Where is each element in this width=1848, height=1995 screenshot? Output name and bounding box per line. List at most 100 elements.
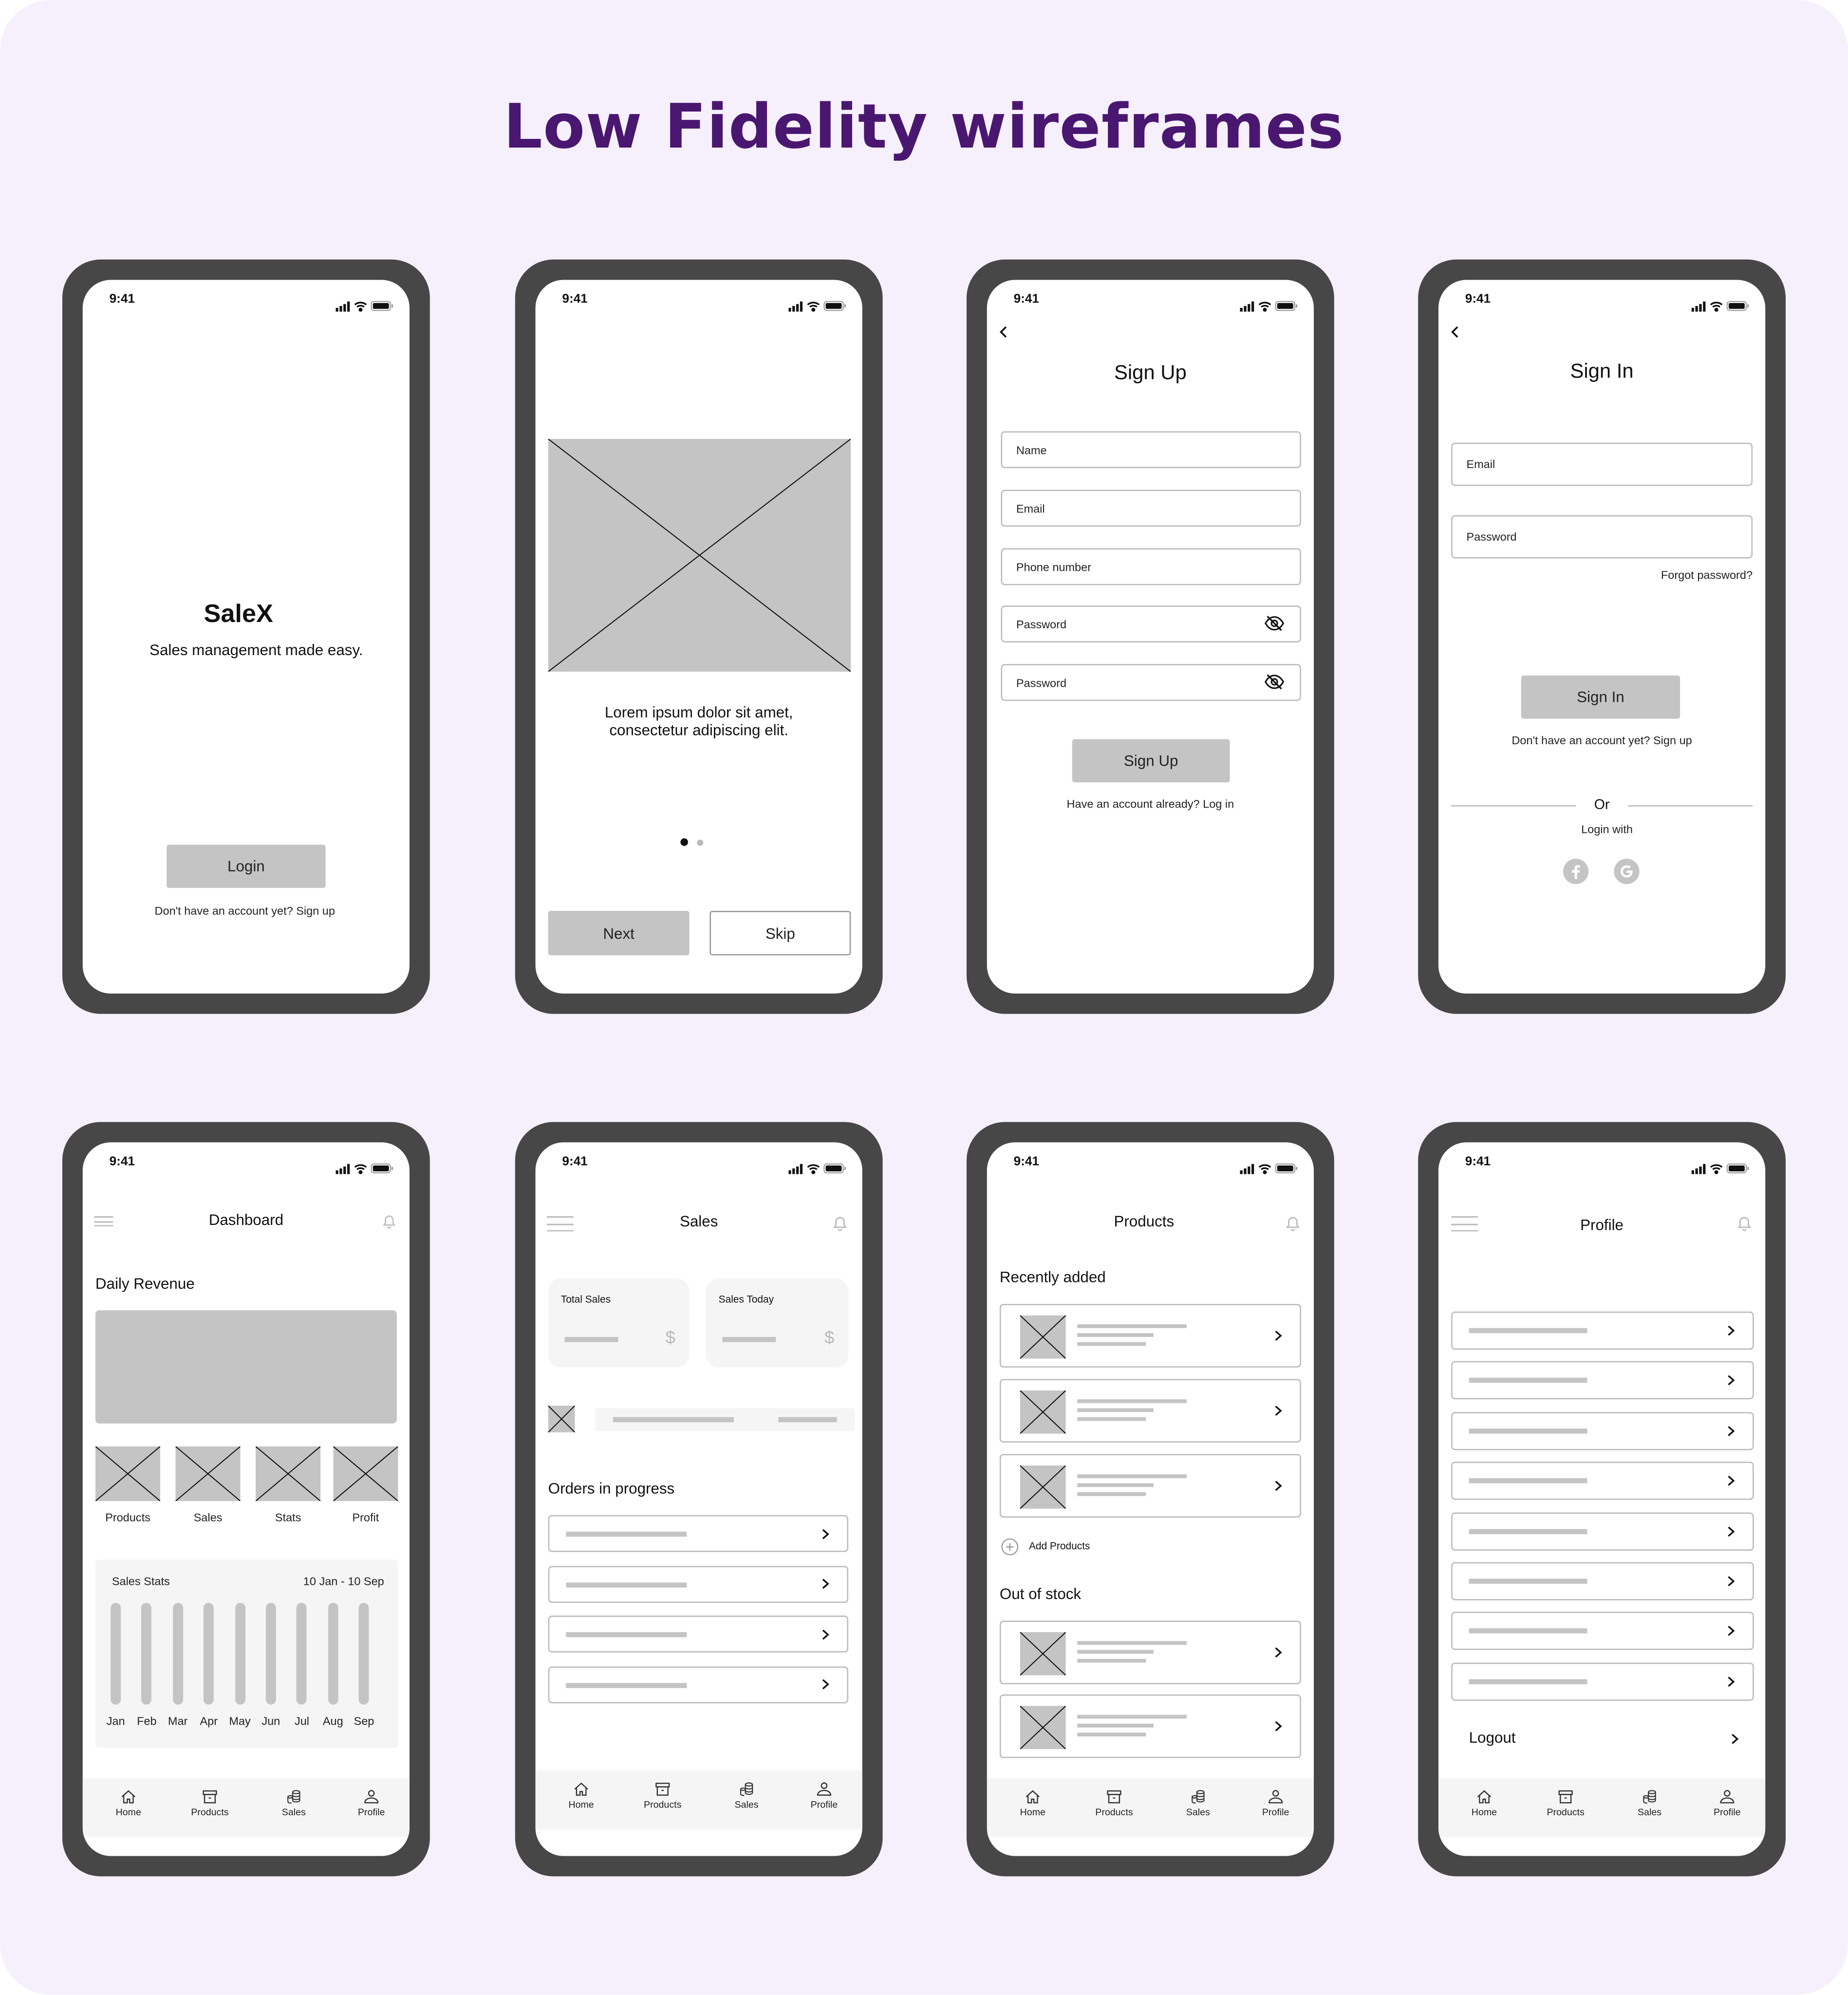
tile-products[interactable] [95,1446,161,1501]
email-field[interactable]: Email [1001,489,1301,527]
list-row[interactable] [548,1515,849,1552]
nav-products[interactable]: Products [172,1788,248,1818]
next-button[interactable]: Next [548,911,690,956]
screen: 9:41 Dashboard Daily Revenue Products Sa… [82,1142,410,1856]
login-link[interactable]: Have an account already? Log in [1066,797,1234,810]
product-row[interactable] [999,1694,1301,1758]
list-row[interactable] [548,1615,849,1653]
nav-home[interactable]: Home [90,1788,167,1818]
chevron-right-icon[interactable] [1725,1575,1737,1587]
add-circle-icon[interactable] [1001,1538,1019,1556]
phone-field[interactable]: Phone number [1001,548,1301,585]
logout-button[interactable]: Logout [1469,1729,1516,1747]
signup-button[interactable]: Sign Up [1072,739,1230,783]
facebook-icon[interactable] [1563,858,1589,885]
chevron-right-icon[interactable] [1728,1732,1741,1745]
tile-profit[interactable] [333,1446,398,1501]
nav-products[interactable]: Products [624,1781,701,1810]
signup-link[interactable]: Don't have an account yet? Sign up [154,904,335,918]
total-sales-card[interactable]: Total Sales $ [548,1278,690,1368]
nav-profile[interactable]: Profile [1237,1788,1314,1818]
back-arrow-icon[interactable] [1450,326,1460,339]
chevron-right-icon[interactable] [1272,1646,1285,1659]
chevron-right-icon[interactable] [1725,1374,1737,1387]
chevron-right-icon[interactable] [819,1678,832,1691]
hamburger-menu-icon[interactable] [1451,1216,1478,1232]
list-row[interactable] [1451,1412,1754,1450]
back-arrow-icon[interactable] [998,326,1008,339]
signin-button[interactable]: Sign In [1521,675,1680,719]
hamburger-menu-icon[interactable] [94,1216,113,1226]
chevron-right-icon[interactable] [1272,1720,1285,1732]
chevron-right-icon[interactable] [1272,1329,1285,1342]
list-row[interactable] [1451,1612,1754,1651]
bell-icon[interactable] [1736,1215,1753,1231]
eye-off-icon[interactable] [1264,673,1285,691]
chevron-right-icon[interactable] [1272,1480,1285,1492]
email-field[interactable]: Email [1451,442,1753,486]
password-field[interactable]: Password [1451,515,1753,559]
list-row[interactable] [1451,1512,1754,1550]
chevron-right-icon[interactable] [819,1578,832,1590]
bell-icon[interactable] [1285,1215,1301,1231]
box-icon [655,1783,670,1796]
chevron-right-icon[interactable] [1725,1475,1737,1487]
google-icon[interactable] [1614,858,1640,885]
product-row[interactable] [999,1304,1301,1368]
nav-profile[interactable]: Profile [333,1788,410,1818]
name-field[interactable]: Name [1001,431,1301,469]
nav-sales[interactable]: Sales [1160,1788,1236,1818]
add-products-link[interactable]: Add Products [1028,1540,1090,1552]
chevron-right-icon[interactable] [1272,1404,1285,1417]
bell-icon[interactable] [832,1215,848,1231]
login-button[interactable]: Login [167,845,326,888]
chevron-right-icon[interactable] [1725,1425,1737,1437]
skip-button[interactable]: Skip [709,911,851,956]
chevron-right-icon[interactable] [819,1628,832,1640]
chevron-right-icon[interactable] [819,1527,832,1540]
page-dot[interactable] [697,839,704,846]
sales-stats-range[interactable]: 10 Jan - 10 Sep [303,1575,384,1588]
list-row[interactable] [548,1666,849,1703]
nav-sales[interactable]: Sales [1611,1788,1688,1818]
nav-home[interactable]: Home [994,1788,1071,1818]
nav-sales[interactable]: Sales [256,1788,332,1818]
hamburger-menu-icon[interactable] [547,1216,574,1232]
password-field[interactable]: Password [1001,605,1301,642]
screen: 9:41 SaleX Sales management made easy. L… [82,280,410,994]
tile-sales[interactable] [175,1446,241,1501]
chevron-right-icon[interactable] [1725,1625,1737,1637]
list-row[interactable] [1451,1662,1754,1701]
product-row[interactable] [999,1379,1301,1443]
chevron-right-icon[interactable] [1725,1524,1737,1537]
list-row[interactable] [1451,1311,1754,1350]
list-row[interactable] [1451,1462,1754,1500]
page-dot-active[interactable] [680,838,688,846]
nav-sales[interactable]: Sales [709,1781,785,1810]
confirm-password-field[interactable]: Password [1001,664,1301,701]
signup-link[interactable]: Don't have an account yet? Sign up [1512,734,1692,747]
product-row[interactable] [999,1454,1301,1518]
tile-stats[interactable] [255,1446,321,1501]
nav-products[interactable]: Products [1528,1788,1604,1818]
list-row[interactable] [1451,1562,1754,1600]
nav-label: Products [1095,1806,1133,1818]
nav-products[interactable]: Products [1076,1788,1153,1818]
nav-home[interactable]: Home [543,1781,619,1810]
eye-off-icon[interactable] [1264,614,1285,632]
forgot-password-link[interactable]: Forgot password? [1661,568,1753,582]
nav-home[interactable]: Home [1446,1788,1523,1818]
text-placeholder [1469,1378,1587,1384]
product-row[interactable] [999,1620,1301,1685]
list-row[interactable] [548,1565,849,1602]
bell-icon[interactable] [382,1214,397,1229]
status-icons [788,295,847,312]
nav-profile[interactable]: Profile [786,1781,862,1810]
nav-profile[interactable]: Profile [1689,1788,1765,1818]
sales-today-card[interactable]: Sales Today $ [706,1278,849,1368]
chevron-right-icon[interactable] [1725,1324,1737,1337]
chevron-right-icon[interactable] [1725,1675,1737,1688]
list-row[interactable] [1451,1361,1754,1400]
tile-label: Profit [352,1511,379,1524]
